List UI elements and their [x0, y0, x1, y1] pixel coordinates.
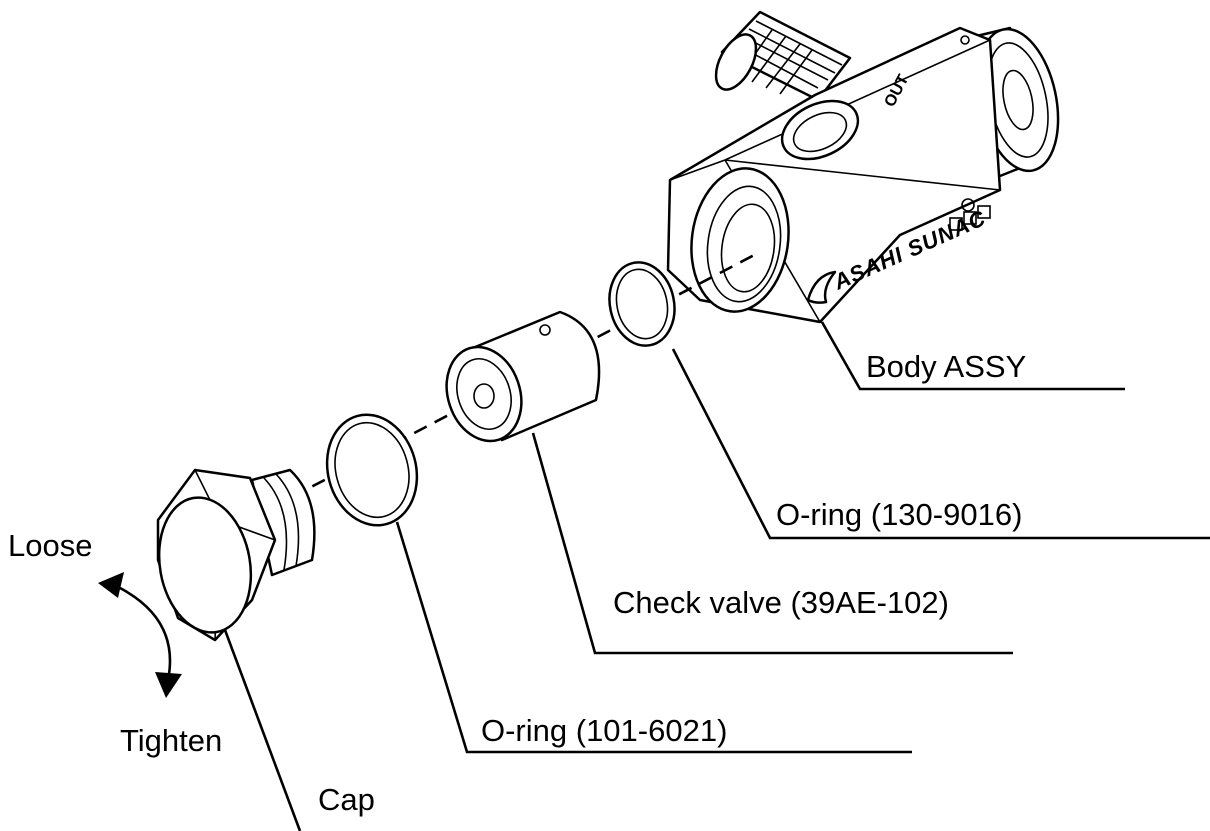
label-body-assy: Body ASSY [866, 349, 1026, 384]
rotation-arrow [98, 572, 182, 698]
label-cap: Cap [318, 782, 375, 817]
leader-body-assy [820, 321, 1125, 391]
label-loose: Loose [8, 528, 92, 563]
label-oring-130: O-ring (130-9016) [776, 497, 1022, 532]
cap [156, 468, 316, 642]
leader-oring-130 [671, 348, 1210, 540]
check-valve [445, 310, 601, 443]
body-assy: ASAHI SUNAC OUT [666, 10, 1060, 324]
knurled-adjuster [714, 10, 852, 102]
leader-oring-101 [395, 521, 912, 754]
oring-101-6021 [325, 413, 419, 527]
label-oring-101: O-ring (101-6021) [481, 713, 727, 748]
body-hex-block [666, 26, 1002, 324]
oring-130-9016 [608, 261, 676, 347]
leader-check-valve [531, 432, 1013, 655]
label-tighten: Tighten [120, 723, 222, 758]
leader-cap [223, 629, 302, 831]
label-check-valve: Check valve (39AE-102) [613, 585, 949, 620]
